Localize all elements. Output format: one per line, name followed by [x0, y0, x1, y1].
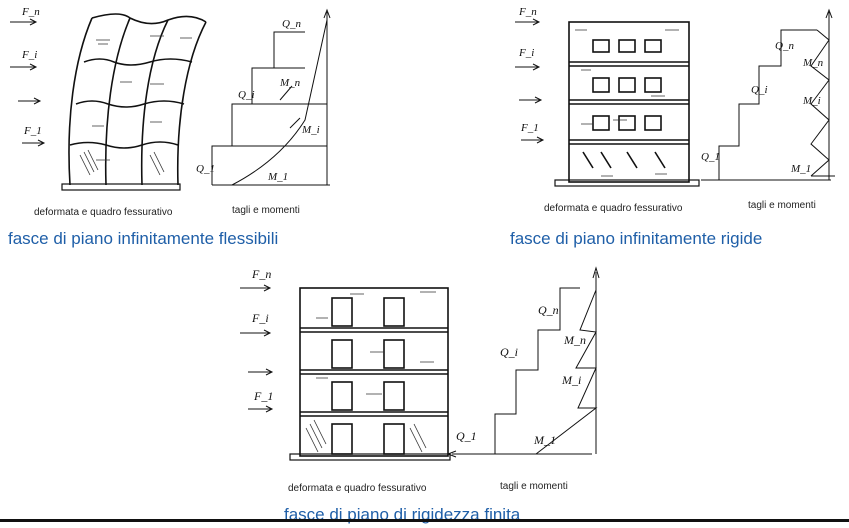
label-qn: Q_n	[282, 18, 301, 30]
label-qi: Q_i	[238, 89, 255, 101]
crack-pattern	[79, 35, 192, 176]
label-qn: Q_n	[538, 303, 559, 317]
label-qn: Q_n	[775, 40, 794, 52]
crack-pattern	[575, 29, 679, 177]
crack-pattern	[305, 291, 436, 453]
shear-moment-diagram	[211, 8, 331, 186]
label-mi: M_i	[802, 95, 821, 107]
deformed-building	[61, 13, 207, 191]
force-arrows	[10, 18, 46, 147]
force-label-fn: F_n	[21, 6, 40, 18]
label-mn: M_n	[563, 333, 586, 347]
finite-stiffness-building	[289, 287, 451, 461]
rigid-building	[554, 21, 700, 187]
force-label-fn: F_n	[518, 6, 537, 18]
label-m1: M_1	[267, 171, 288, 183]
panel-flexible-diagram: F_n F_i F_1 Q_n Q_i Q_1 M_n M_i M_1	[10, 6, 331, 191]
bottom-divider	[0, 519, 849, 522]
force-arrows	[240, 284, 274, 413]
label-mn: M_n	[802, 57, 824, 69]
panel-rigid-diagram: F_n F_i F_1 Q_n Q_i Q_1 M_n M_i M_1	[515, 6, 835, 187]
label-mi: M_i	[561, 373, 581, 387]
label-deformed-shape: deformata e quadro fessurativo	[288, 483, 427, 494]
force-label-f1: F_1	[253, 389, 273, 403]
label-deformed-shape: deformata e quadro fessurativo	[34, 207, 173, 218]
label-q1: Q_1	[701, 151, 720, 163]
force-label-f1: F_1	[23, 125, 42, 137]
shear-moment-diagram	[446, 266, 600, 458]
label-m1: M_1	[533, 433, 556, 447]
label-m1: M_1	[790, 163, 811, 175]
label-deformed-shape: deformata e quadro fessurativo	[544, 203, 683, 214]
label-qi: Q_i	[751, 84, 768, 96]
label-shear-moments: tagli e momenti	[232, 205, 300, 216]
label-mn: M_n	[279, 77, 301, 89]
force-label-fi: F_i	[21, 49, 37, 61]
label-qi: Q_i	[500, 345, 518, 359]
caption-flexible: fasce di piano infinitamente flessibili	[8, 229, 279, 248]
label-shear-moments: tagli e momenti	[748, 200, 816, 211]
force-arrows	[515, 18, 545, 144]
panel-finite-stiffness-diagram: F_n F_i F_1 Q_n Q_i Q_1 M_n M_i M_1	[240, 266, 600, 461]
force-label-fn: F_n	[251, 267, 271, 281]
label-q1: Q_1	[456, 429, 477, 443]
label-mi: M_i	[301, 124, 320, 136]
force-label-fi: F_i	[251, 311, 269, 325]
caption-finite-stiffness: fasce di piano di rigidezza finita	[284, 505, 521, 524]
force-label-fi: F_i	[518, 47, 534, 59]
caption-rigid: fasce di piano infinitamente rigide	[510, 229, 763, 248]
label-shear-moments: tagli e momenti	[500, 481, 568, 492]
label-q1: Q_1	[196, 163, 215, 175]
shear-moment-diagram	[701, 8, 835, 181]
force-label-f1: F_1	[520, 122, 539, 134]
